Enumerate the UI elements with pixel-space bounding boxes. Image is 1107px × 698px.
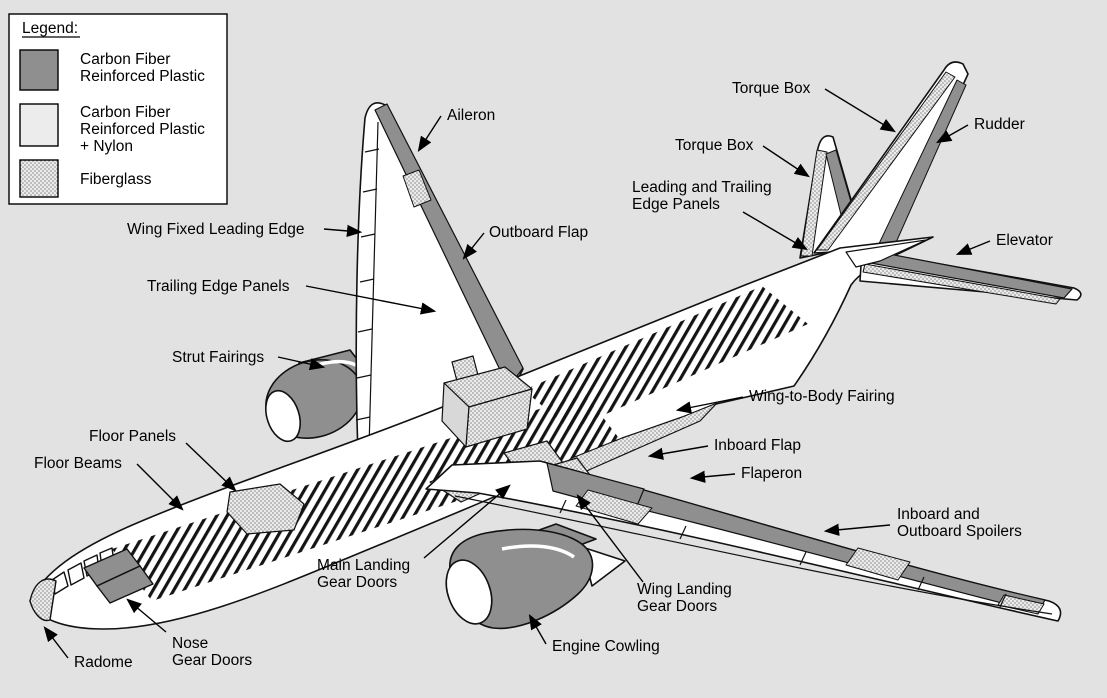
label-edge-panels-1: Leading and Trailing <box>632 179 772 196</box>
legend-label-cfrp-nylon-3: + Nylon <box>80 138 133 155</box>
nose-gear-door-aft <box>96 565 154 604</box>
legend-swatch-fiberglass <box>19 159 59 198</box>
legend-heading: Legend: <box>22 20 78 37</box>
label-radome: Radome <box>74 654 133 671</box>
legend: Legend: Carbon Fiber Reinforced Plastic … <box>8 13 228 205</box>
label-main-gear-doors-1: Main Landing <box>317 557 410 574</box>
leader-lines <box>43 88 991 659</box>
label-torque-box-stab: Torque Box <box>675 137 754 154</box>
label-elevator: Elevator <box>996 232 1053 249</box>
label-wing-fixed-leading-edge: Wing Fixed Leading Edge <box>127 221 305 238</box>
label-torque-box-fin: Torque Box <box>732 80 811 97</box>
right-wing-mid-fiberglass <box>845 547 911 581</box>
label-spoilers-2: Outboard Spoilers <box>897 523 1022 540</box>
label-wing-gear-doors-2: Gear Doors <box>637 598 717 615</box>
floor-beams-forward <box>112 394 625 601</box>
legend-label-fiberglass: Fiberglass <box>80 171 152 188</box>
label-rudder: Rudder <box>974 116 1025 133</box>
fin-torque-box <box>816 71 956 251</box>
label-inboard-flap: Inboard Flap <box>714 437 801 454</box>
label-wing-gear-doors-1: Wing Landing <box>637 581 732 598</box>
floor-panel <box>226 483 305 535</box>
right-wing-leading-edge-segments <box>559 499 1007 608</box>
legend-label-cfrp-1: Carbon Fiber <box>80 51 170 68</box>
label-nose-gear-doors-2: Gear Doors <box>172 652 252 669</box>
label-floor-panels: Floor Panels <box>89 428 176 445</box>
right-engine-inlet <box>445 559 493 625</box>
right-engine-cowl-slot <box>501 544 575 559</box>
legend-label-cfrp-2: Reinforced Plastic <box>80 68 205 85</box>
radome-panel <box>29 578 57 622</box>
label-strut-fairings: Strut Fairings <box>172 349 264 366</box>
main-gear-door-side <box>465 388 533 448</box>
floor-beams-aft <box>524 286 808 430</box>
label-flaperon: Flaperon <box>741 465 802 482</box>
left-engine-inlet <box>264 389 302 443</box>
left-wing-fiberglass-panel <box>402 169 432 208</box>
label-aileron: Aileron <box>447 107 495 124</box>
legend-label-cfrp-nylon-2: Reinforced Plastic <box>80 121 205 138</box>
left-wing-leading-edge-line <box>368 121 379 449</box>
legend-swatch-cfrp <box>19 49 59 91</box>
tail-cone <box>845 239 927 268</box>
right-wing-tip-fiberglass <box>997 594 1045 615</box>
callout-labels: Aileron Outboard Flap Torque Box Torque … <box>34 80 1053 671</box>
label-wing-to-body-fairing: Wing-to-Body Fairing <box>749 388 895 405</box>
label-floor-beams: Floor Beams <box>34 455 122 472</box>
label-engine-cowling: Engine Cowling <box>552 638 660 655</box>
legend-swatch-cfrp-nylon <box>19 103 59 147</box>
label-edge-panels-2: Edge Panels <box>632 196 720 213</box>
label-spoilers-1: Inboard and <box>897 506 980 523</box>
right-wing-leading-edge-line <box>454 495 1053 615</box>
label-nose-gear-doors-1: Nose <box>172 635 208 652</box>
label-main-gear-doors-2: Gear Doors <box>317 574 397 591</box>
legend-label-cfrp-nylon-1: Carbon Fiber <box>80 104 170 121</box>
right-stabilizer-edge-panel <box>862 263 1061 305</box>
label-outboard-flap: Outboard Flap <box>489 224 588 241</box>
left-wing <box>355 102 524 457</box>
left-wing-leading-edge-segments <box>355 148 380 421</box>
left-stabilizer-leading-edge-panel <box>800 149 828 257</box>
label-trailing-edge-panels: Trailing Edge Panels <box>147 278 290 295</box>
